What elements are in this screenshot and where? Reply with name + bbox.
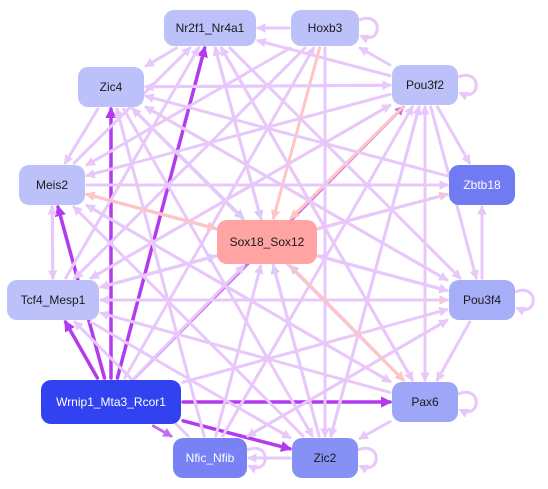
edge-nfic-to-pou3f4 (246, 318, 449, 438)
node-nr2f1[interactable]: Nr2f1_Nr4a1 (164, 10, 256, 46)
edge-tcf4-to-pou3f2 (89, 103, 392, 280)
self-loop-nfic (246, 446, 267, 474)
node-label-zbtb18: Zbtb18 (463, 178, 501, 192)
node-label-zic2: Zic2 (314, 451, 337, 465)
node-zic4[interactable]: Zic4 (78, 67, 144, 107)
edge-zic4-to-meis2 (63, 107, 100, 165)
node-meis2[interactable]: Meis2 (19, 165, 85, 205)
self-loop-pou3f2 (457, 73, 478, 101)
node-label-sox18: Sox18_Sox12 (230, 235, 305, 249)
node-label-zic4: Zic4 (100, 80, 123, 94)
node-label-pax6: Pax6 (411, 395, 439, 409)
edge-zbtb18-to-zic4 (144, 93, 449, 178)
edge-pax6-to-meis2 (85, 203, 392, 384)
node-box-hoxb3 (291, 10, 359, 46)
edge-pax6-to-zic2 (358, 420, 392, 440)
node-box-zic2 (292, 438, 358, 478)
edge-nfic-to-sox18 (214, 264, 264, 438)
node-nfic[interactable]: Nfic_Nfib (173, 438, 247, 478)
edge-wrnip1-to-pou3f4 (181, 307, 449, 384)
node-label-nfic: Nfic_Nfib (186, 451, 235, 465)
node-pax6[interactable]: Pax6 (392, 382, 458, 422)
node-wrnip1[interactable]: Wrnip1_Mta3_Rcor1 (41, 380, 181, 424)
edge-sox18-to-meis2 (85, 191, 217, 230)
edge-wrnip1-to-tcf4 (63, 320, 100, 380)
node-box-meis2 (19, 165, 85, 205)
node-pou3f2[interactable]: Pou3f2 (392, 65, 458, 105)
edge-sox18-to-pou3f4 (317, 254, 449, 294)
node-box-pou3f2 (392, 65, 458, 105)
node-box-nfic (173, 438, 247, 478)
edge-pou3f4-to-pax6 (435, 320, 472, 382)
node-box-zic4 (78, 67, 144, 107)
node-label-tcf4: Tcf4_Mesp1 (21, 293, 86, 307)
node-box-wrnip1 (41, 380, 181, 424)
node-hoxb3[interactable]: Hoxb3 (291, 10, 359, 46)
self-loop-pou3f4 (514, 288, 535, 316)
node-label-wrnip1: Wrnip1_Mta3_Rcor1 (56, 395, 166, 409)
self-loop-zic2 (357, 446, 378, 474)
edge-zic4-to-zic2 (122, 107, 314, 438)
edge-wrnip1-to-nfic (151, 424, 173, 438)
edge-zic4-to-pou3f2 (144, 80, 392, 91)
edge-zic2-to-meis2 (72, 205, 305, 438)
self-loop-pax6 (457, 390, 478, 418)
node-box-nr2f1 (164, 10, 256, 46)
node-label-hoxb3: Hoxb3 (308, 21, 343, 35)
edge-pou3f2-to-hoxb3 (358, 46, 392, 67)
edge-pou3f2-to-zbtb18 (436, 105, 471, 165)
self-loops-layer (246, 16, 535, 474)
edges-layer (47, 23, 487, 463)
edge-nfic-to-pou3f2 (221, 105, 414, 438)
node-zic2[interactable]: Zic2 (292, 438, 358, 478)
node-label-pou3f2: Pou3f2 (406, 78, 444, 92)
edge-pax6-to-nr2f1 (220, 46, 414, 382)
self-loop-hoxb3 (358, 16, 379, 44)
node-pou3f4[interactable]: Pou3f4 (449, 280, 515, 320)
node-label-meis2: Meis2 (36, 178, 68, 192)
node-box-zbtb18 (449, 165, 515, 205)
edge-nr2f1-to-zic4 (144, 46, 178, 68)
edge-hoxb3-to-sox18 (270, 46, 322, 220)
node-tcf4[interactable]: Tcf4_Mesp1 (7, 280, 99, 320)
edge-sox18-to-pax6 (289, 264, 405, 382)
node-box-tcf4 (7, 280, 99, 320)
edge-wrnip1-to-hoxb3 (123, 46, 316, 380)
node-box-pax6 (392, 382, 458, 422)
edge-pax6-to-tcf4 (99, 310, 392, 394)
node-label-nr2f1: Nr2f1_Nr4a1 (176, 21, 245, 35)
node-sox18[interactable]: Sox18_Sox12 (217, 220, 317, 264)
node-zbtb18[interactable]: Zbtb18 (449, 165, 515, 205)
node-label-pou3f4: Pou3f4 (463, 293, 501, 307)
node-box-sox18 (217, 220, 317, 264)
edge-tcf4-to-meis2 (47, 205, 58, 280)
node-box-pou3f4 (449, 280, 515, 320)
edge-pou3f4-to-zic4 (144, 105, 449, 282)
